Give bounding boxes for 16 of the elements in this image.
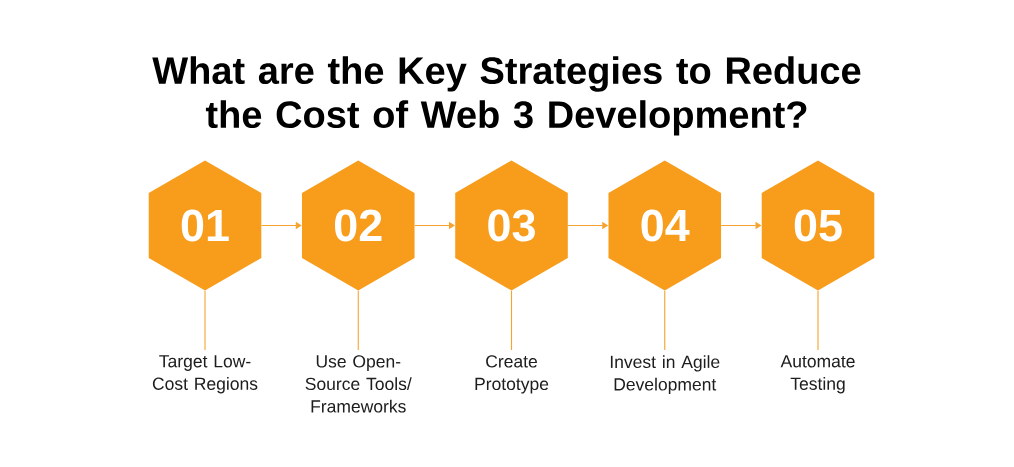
leader-line xyxy=(817,290,819,351)
caption: Automate Testing xyxy=(780,355,855,394)
leader-line xyxy=(204,290,206,351)
hexagon: 05 xyxy=(761,160,875,291)
caption: Create Prototype xyxy=(475,355,549,394)
leader-line xyxy=(510,290,513,351)
hexagon: 03 xyxy=(455,160,568,291)
caption: Invest in Agile Development xyxy=(610,355,720,394)
leader-line xyxy=(357,290,359,351)
leader-line xyxy=(664,290,666,351)
title: What are the Key Strategies to Reduce the Cost of Web 3 Development? xyxy=(152,56,861,136)
hexagon: 01 xyxy=(148,160,262,291)
hexagon: 04 xyxy=(608,160,722,291)
caption: Target Low- Cost Regions xyxy=(152,355,258,394)
hexagon: 02 xyxy=(301,160,415,291)
caption: Use Open- Source Tools/ Frameworks xyxy=(305,355,412,413)
